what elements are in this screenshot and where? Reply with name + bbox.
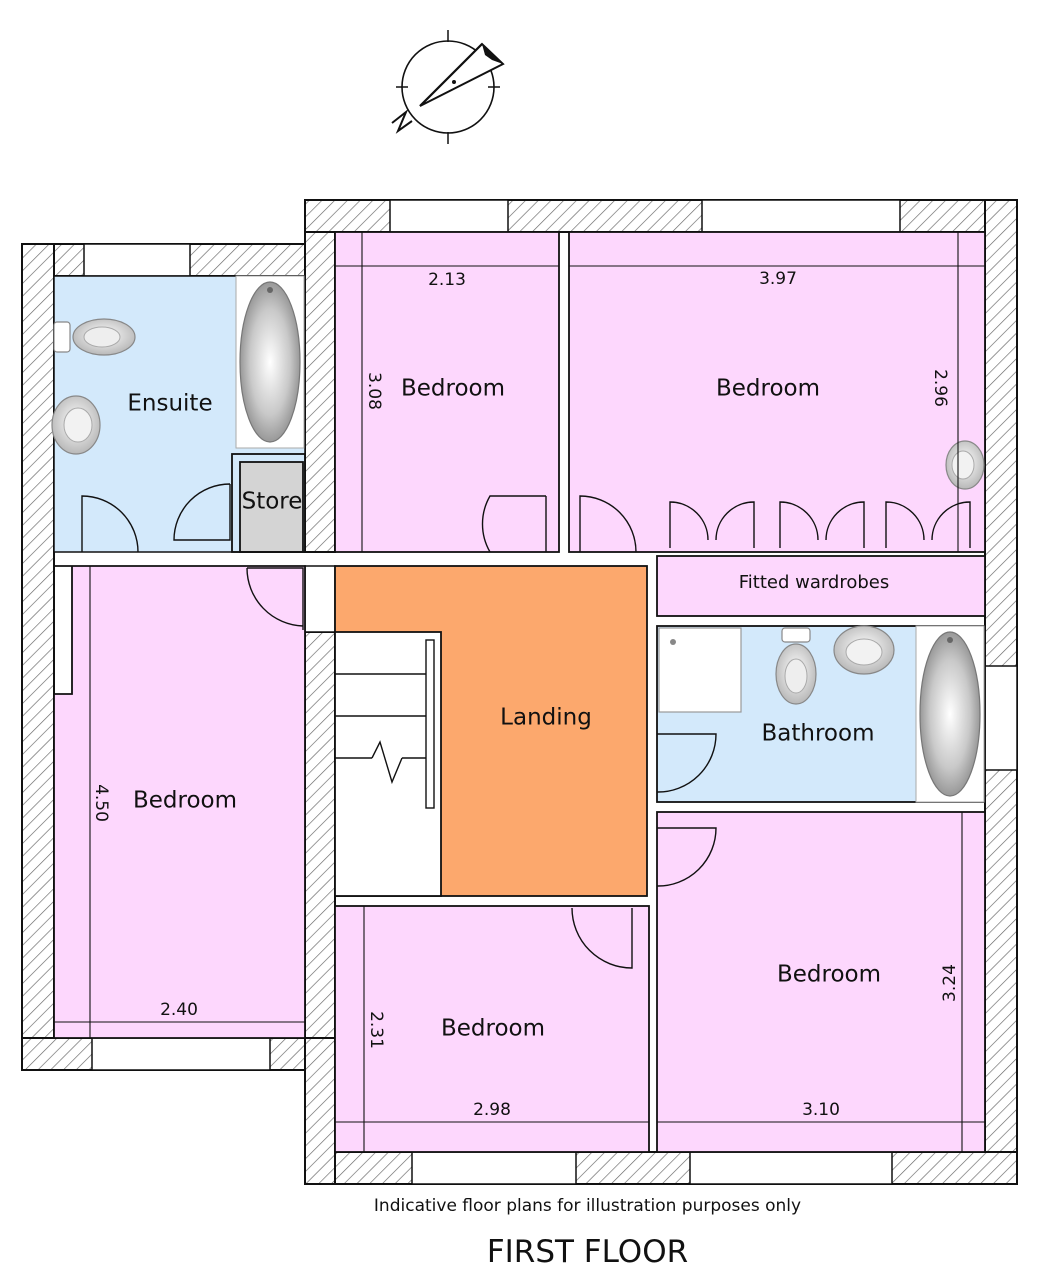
bedroom-large-top-label: Bedroom: [716, 376, 820, 402]
ensuite-bath-icon: [235, 275, 305, 449]
bathroom-bath-icon: [915, 625, 985, 803]
dim-bedroom-bottom-mid-depth: 2.31: [366, 1011, 386, 1049]
ensuite-label: Ensuite: [127, 391, 212, 417]
staircase: [334, 631, 442, 897]
bathroom-label: Bathroom: [762, 721, 875, 747]
dim-bedroom-small-top-depth: 3.08: [364, 372, 384, 410]
bedroom-large-top-floor: [568, 231, 986, 553]
ensuite-basin-icon: [51, 395, 101, 455]
store-label: Store: [242, 489, 303, 515]
door-swings: [81, 483, 971, 969]
fitted-wardrobes-floor: [656, 555, 986, 617]
north-arrow-icon: [391, 30, 505, 144]
fitted-wardrobes-label: Fitted wardrobes: [739, 572, 890, 593]
dim-bedroom-small-top-width: 2.13: [428, 270, 466, 290]
dim-bedroom-bottom-right-depth: 3.24: [940, 964, 960, 1002]
dim-bedroom-large-top-depth: 2.96: [930, 369, 950, 407]
dim-bedroom-bottom-right-width: 3.10: [802, 1100, 840, 1120]
bathroom-basin-icon: [833, 625, 895, 675]
dim-bedroom-large-top-width: 3.97: [759, 269, 797, 289]
shower-tray-icon: [658, 627, 742, 713]
bedroom-left-label: Bedroom: [133, 788, 237, 814]
bedroom-basin-icon: [945, 440, 985, 490]
landing-label: Landing: [500, 705, 592, 731]
bedroom-bottom-mid-label: Bedroom: [441, 1016, 545, 1042]
ensuite-toilet-icon: [53, 318, 136, 356]
dim-bedroom-left-depth: 4.50: [91, 784, 111, 822]
bedroom-small-top-label: Bedroom: [401, 376, 505, 402]
windows: [83, 199, 1018, 1185]
bedroom-bottom-mid-floor: [334, 905, 650, 1153]
bedroom-bottom-right-label: Bedroom: [777, 962, 881, 988]
disclaimer-note: Indicative floor plans for illustration …: [373, 1196, 802, 1216]
bedroom-bottom-right-floor: [656, 811, 986, 1153]
dim-bedroom-bottom-mid-width: 2.98: [473, 1100, 511, 1120]
store-floor: [239, 461, 304, 553]
bathroom-toilet-icon: [775, 627, 817, 705]
floor-title: FIRST FLOOR: [486, 1234, 689, 1270]
bedroom-small-top-floor: [334, 231, 560, 553]
bedroom-left-floor: [53, 565, 306, 1039]
dimension-lines: [54, 232, 985, 1152]
dim-bedroom-left-width: 2.40: [160, 1000, 198, 1020]
